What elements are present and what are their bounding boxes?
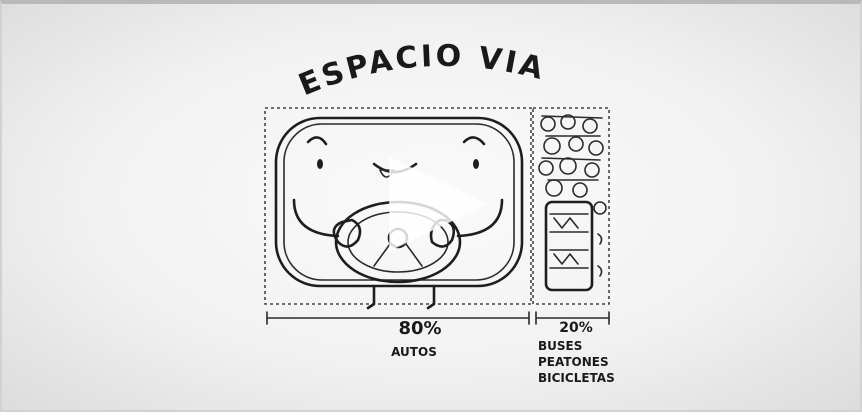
video-frame-illustration: ESPACIO VIAL bbox=[2, 4, 615, 385]
play-button[interactable] bbox=[389, 156, 489, 252]
crowded-lane-illustration bbox=[538, 114, 607, 292]
other-label-buses: BUSES bbox=[538, 339, 582, 353]
play-icon[interactable] bbox=[389, 156, 489, 252]
other-share-measure bbox=[535, 311, 610, 325]
other-label-pedestrians: PEATONES bbox=[538, 355, 609, 369]
other-label-bicycles: BICICLETAS bbox=[538, 371, 615, 385]
car-share-measure bbox=[266, 311, 530, 325]
video-title-text: ESPACIO VIAL bbox=[2, 4, 549, 103]
car-space-boundary bbox=[264, 107, 532, 305]
shared-space-boundary bbox=[532, 107, 610, 305]
car-share-label: 80% bbox=[398, 318, 441, 339]
car-label: AUTOS bbox=[391, 345, 437, 359]
video-title: ESPACIO VIAL bbox=[2, 4, 546, 103]
other-share-label: 20% bbox=[559, 320, 593, 336]
